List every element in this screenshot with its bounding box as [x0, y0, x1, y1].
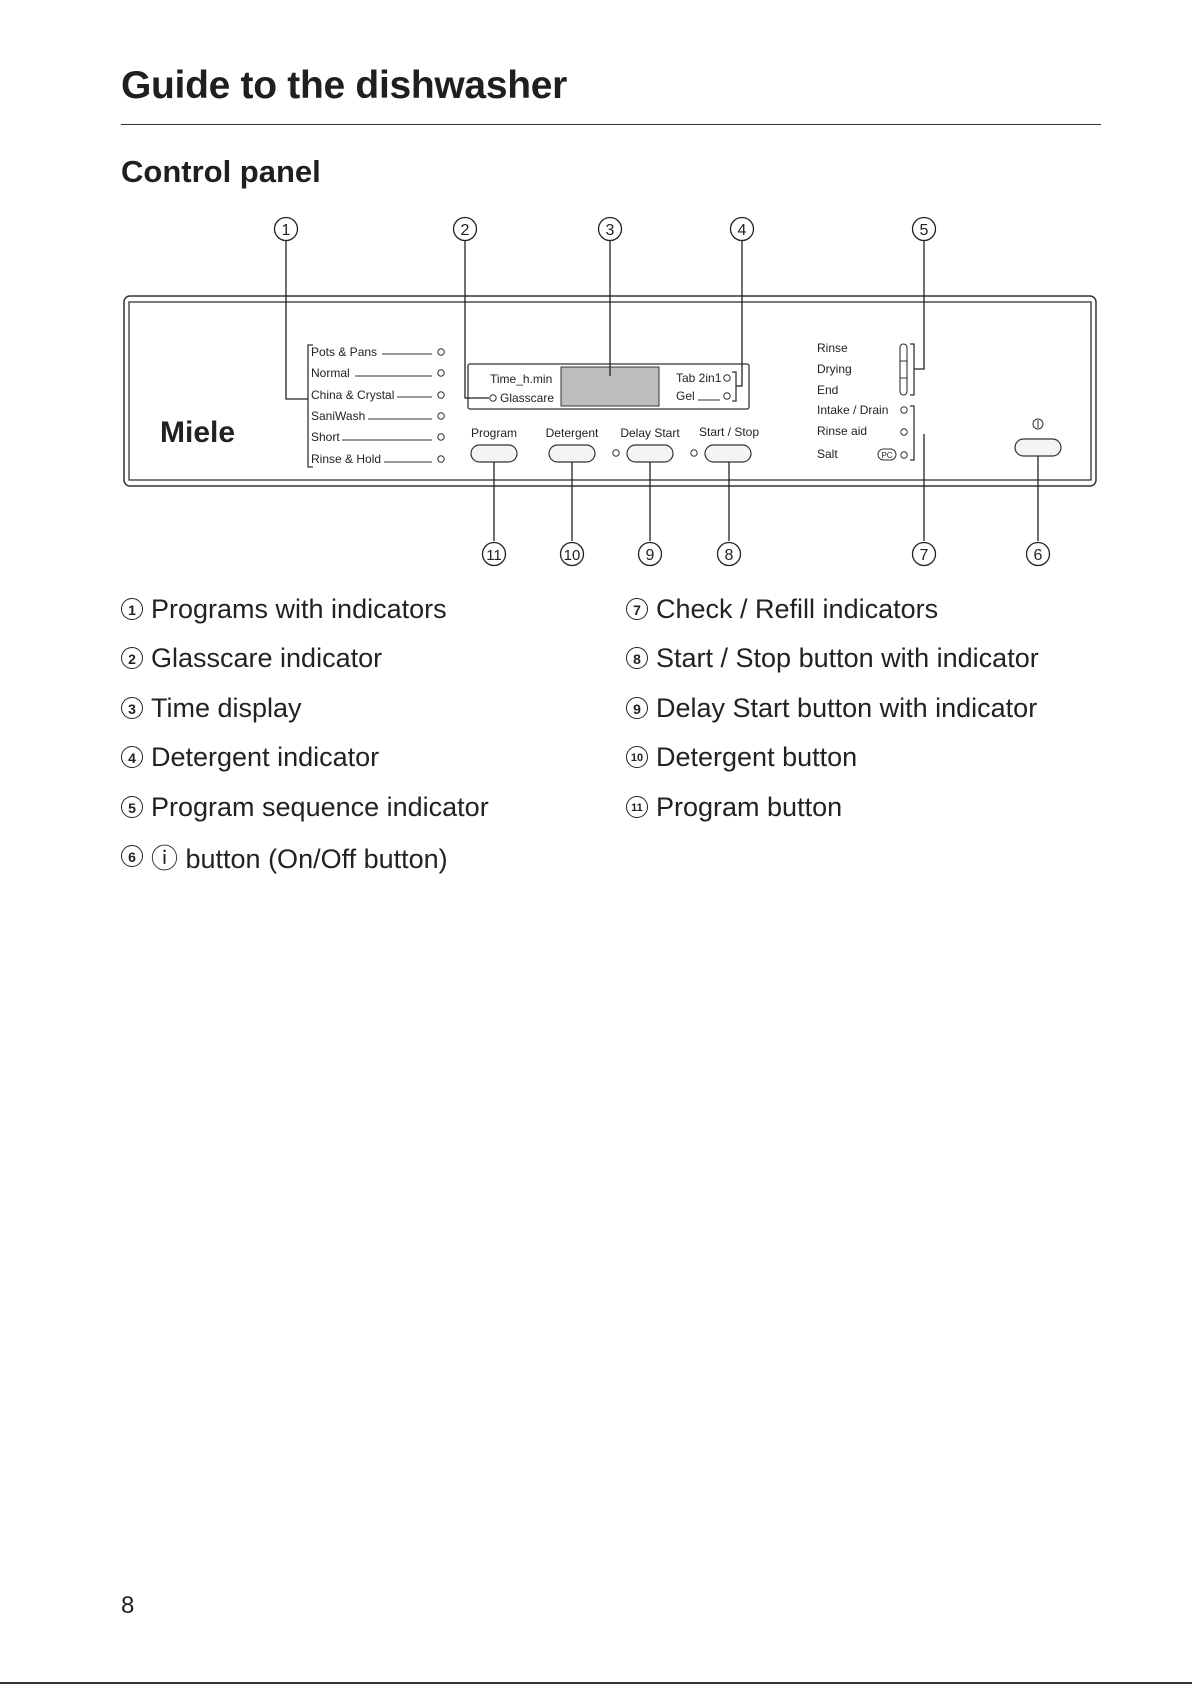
- legend-item: 8 Start / Stop button with indicator: [626, 641, 1039, 675]
- legend-number: 11: [626, 796, 648, 818]
- callout-number: 1: [282, 222, 291, 239]
- program-label: Normal: [311, 366, 350, 380]
- control-panel-diagram: Miele Pots & Pans Normal China & Crystal…: [123, 216, 1097, 567]
- legend-text: ⓘ button (On/Off button): [151, 843, 448, 874]
- callout-number: 4: [738, 222, 747, 239]
- callout-number: 7: [920, 547, 929, 564]
- legend-item: 3 Time display: [121, 691, 302, 725]
- delay-start-button[interactable]: [626, 444, 674, 463]
- program-label: China & Crystal: [311, 388, 394, 402]
- legend-number: 6: [121, 845, 143, 867]
- legend-item: 4 Detergent indicator: [121, 740, 379, 774]
- legend-number: 1: [121, 598, 143, 620]
- legend-text: Glasscare indicator: [151, 642, 383, 673]
- program-indicator-led: [437, 391, 445, 399]
- refill-label: Rinse aid: [817, 424, 867, 438]
- legend-number: 4: [121, 746, 143, 768]
- detergent-button[interactable]: [548, 444, 596, 463]
- display-frame: [467, 363, 750, 410]
- page-number: 8: [121, 1592, 135, 1619]
- legend-number: 3: [121, 697, 143, 719]
- callout-number: 2: [461, 222, 470, 239]
- legend-text: Program sequence indicator: [151, 791, 489, 822]
- program-indicator-led: [437, 412, 445, 420]
- start-stop-led: [690, 449, 698, 457]
- legend-text: Time display: [151, 692, 302, 723]
- callout-leaders: [285, 241, 1039, 541]
- program-label: SaniWash: [311, 409, 365, 423]
- refill-label: Intake / Drain: [817, 403, 888, 417]
- legend-number: 8: [626, 647, 648, 669]
- bottom-callouts: 11 10 9 8 7 6: [481, 541, 1051, 567]
- callout-number: 3: [606, 222, 615, 239]
- program-list-bracket: [307, 344, 313, 468]
- legend-number: 2: [121, 647, 143, 669]
- callout-number: 5: [920, 222, 929, 239]
- callout-number: 8: [725, 547, 734, 564]
- legend-text: Detergent indicator: [151, 741, 380, 772]
- legend-number: 10: [626, 746, 648, 768]
- legend-item: 6 ⓘ button (On/Off button): [121, 839, 448, 874]
- legend-item: 9 Delay Start button with indicator: [626, 691, 1037, 725]
- power-symbol-icon: [1032, 418, 1044, 430]
- program-list: Pots & Pans Normal China & Crystal SaniW…: [311, 345, 445, 466]
- legend-text: Delay Start button with indicator: [656, 692, 1038, 723]
- intake-drain-led: [900, 406, 908, 414]
- delay-start-button-label: Delay Start: [620, 426, 680, 440]
- title-divider: [121, 124, 1101, 125]
- legend-number: 9: [626, 697, 648, 719]
- detergent-gel-led: [723, 392, 731, 400]
- legend-item: 11 Program button: [626, 790, 842, 824]
- sequence-indicator: [899, 343, 908, 396]
- salt-led: [900, 451, 908, 459]
- legend-text: Program button: [656, 791, 843, 822]
- program-label: Rinse & Hold: [311, 452, 381, 466]
- brand-logo: Miele: [160, 416, 235, 449]
- program-indicator-led: [437, 348, 445, 356]
- bottom-divider: [0, 1682, 1192, 1684]
- legend-item: 1 Programs with indicators: [121, 592, 447, 626]
- legend-item: 10 Detergent button: [626, 740, 857, 774]
- start-stop-button-label: Start / Stop: [699, 425, 759, 439]
- callout-number: 6: [1034, 547, 1043, 564]
- start-stop-button[interactable]: [704, 444, 752, 463]
- legend-item: 7 Check / Refill indicators: [626, 592, 938, 626]
- legend-item: 2 Glasscare indicator: [121, 641, 382, 675]
- time-label: Time_h.min: [490, 372, 552, 386]
- detergent-button-label: Detergent: [546, 426, 599, 440]
- sequence-label: Drying: [817, 362, 852, 376]
- program-indicator-led: [437, 369, 445, 377]
- program-indicator-led: [437, 455, 445, 463]
- legend-item: 5 Program sequence indicator: [121, 790, 489, 824]
- legend-text: Programs with indicators: [151, 593, 447, 624]
- callout-number: 11: [486, 547, 502, 564]
- power-button[interactable]: [1014, 438, 1062, 457]
- detergent-gel-label: Gel: [676, 389, 695, 403]
- refill-label: Salt: [817, 447, 838, 461]
- legend-number: 7: [626, 598, 648, 620]
- legend-text: Check / Refill indicators: [656, 593, 939, 624]
- program-label: Pots & Pans: [311, 345, 377, 359]
- program-indicator-led: [437, 433, 445, 441]
- glasscare-led: [489, 394, 497, 402]
- sequence-label: Rinse: [817, 341, 848, 355]
- program-label: Short: [311, 430, 340, 444]
- legend-text: Start / Stop button with indicator: [656, 642, 1039, 673]
- salt-badge: PC: [881, 451, 892, 460]
- delay-start-led: [612, 449, 620, 457]
- detergent-tab-led: [723, 374, 731, 382]
- callout-number: 10: [564, 547, 581, 564]
- top-callouts: 1 2 3 4 5: [273, 216, 937, 242]
- detergent-tab-label: Tab 2in1: [676, 371, 722, 385]
- rinse-aid-led: [900, 428, 908, 436]
- section-heading: Control panel: [121, 154, 321, 189]
- callout-number: 9: [646, 547, 655, 564]
- sequence-label: End: [817, 383, 838, 397]
- legend-text: Detergent button: [656, 741, 858, 772]
- program-button[interactable]: [470, 444, 518, 463]
- glasscare-label: Glasscare: [500, 391, 554, 405]
- program-button-label: Program: [471, 426, 517, 440]
- page-title: Guide to the dishwasher: [121, 64, 567, 107]
- legend-number: 5: [121, 796, 143, 818]
